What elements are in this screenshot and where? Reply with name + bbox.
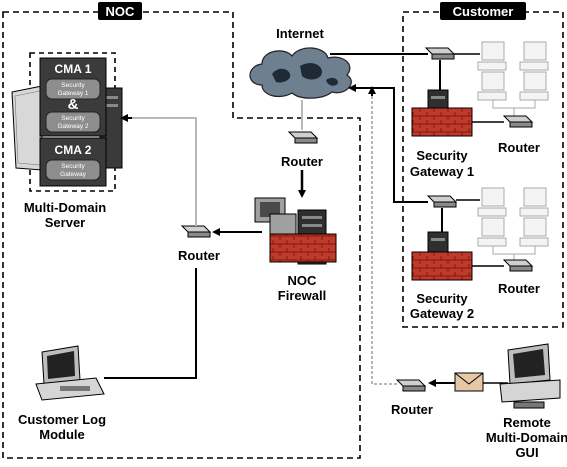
mds-label-line2: Server <box>45 215 85 230</box>
customer-router-1: Router <box>498 115 540 155</box>
internet-cloud: Internet <box>249 26 352 99</box>
noc-firewall-label-line1: NOC <box>288 273 318 288</box>
gateway-icon <box>411 89 473 137</box>
cma1-sg2-line1: Security <box>61 115 85 122</box>
pc-icon <box>477 71 507 101</box>
pc-icon <box>519 71 549 101</box>
multi-domain-server: CMA 1 Security Gateway 1 & Security Gate… <box>11 57 123 230</box>
cma2-label: CMA 2 <box>55 143 92 157</box>
router-noc-mid-label: Router <box>178 248 220 263</box>
noc-router-top: Router <box>281 131 323 169</box>
pc-icon <box>519 41 549 71</box>
cust-sg2-label-line1: Security <box>416 291 468 306</box>
pc-icon <box>477 217 507 247</box>
cma2-sg-line2: Gateway <box>60 171 86 178</box>
cma1-label: CMA 1 <box>55 62 92 76</box>
cma1-sg1-line1: Security <box>61 82 85 89</box>
cust-router2-label: Router <box>498 281 540 296</box>
gateway-icon <box>411 231 473 281</box>
firewall-icon <box>254 197 337 265</box>
cust-sg1-label-line1: Security <box>416 148 468 163</box>
pc-icon <box>477 187 507 217</box>
cma1-sg2-line2: Gateway 2 <box>57 123 88 130</box>
link-mid-router-mds <box>130 117 197 226</box>
router-noc-top-label: Router <box>281 154 323 169</box>
log-module-label-line2: Module <box>39 427 85 442</box>
remote-gui-label-line1: Remote <box>503 415 551 430</box>
noc-firewall: NOC Firewall <box>254 197 337 303</box>
customer-security-gateway-2: Security Gateway 2 <box>410 231 474 321</box>
pc-icon <box>477 41 507 71</box>
envelope-icon <box>454 372 484 392</box>
customer-log-module: Customer Log Module <box>18 345 106 442</box>
remote-router: Router <box>391 379 433 417</box>
internet-label: Internet <box>276 26 324 41</box>
link-mid-router-log-module <box>104 268 197 379</box>
cma2-panel: CMA 2 Security Gateway <box>39 137 107 187</box>
customer-workstations-top <box>477 41 549 118</box>
noc-router-mid: Router <box>178 225 220 263</box>
pc-icon <box>519 187 549 217</box>
customer-workstations-bottom <box>477 187 549 262</box>
log-module-label-line1: Customer Log <box>18 412 106 427</box>
link-sg2-internet <box>348 84 428 203</box>
remote-multi-domain-gui: Remote Multi-Domain GUI <box>486 343 567 460</box>
cma1-panel: CMA 1 Security Gateway 1 & Security Gate… <box>39 57 107 137</box>
cust-sg2-label-line2: Gateway 2 <box>410 306 474 321</box>
cust-router1-label: Router <box>498 140 540 155</box>
mds-label-line1: Multi-Domain <box>24 200 106 215</box>
cma2-sg-line1: Security <box>61 163 85 170</box>
noc-firewall-label-line2: Firewall <box>278 288 326 303</box>
router-icon <box>287 131 319 144</box>
workstation-icon <box>499 343 561 409</box>
remote-gui-label-line2: Multi-Domain <box>486 430 567 445</box>
remote-gui-label-line3: GUI <box>515 445 538 460</box>
pc-icon <box>519 217 549 247</box>
customer-router-mid <box>426 195 458 208</box>
workstation-icon <box>35 345 105 401</box>
noc-zone: NOC <box>2 2 361 459</box>
router-icon <box>180 225 212 238</box>
ampersand-label: & <box>68 96 79 113</box>
cma1-sg1-line2: Gateway 1 <box>57 90 88 97</box>
noc-zone-label: NOC <box>106 4 136 19</box>
link-remote-router-internet <box>371 90 397 385</box>
cust-sg1-label-line2: Gateway 1 <box>410 164 474 179</box>
customer-zone: Customer <box>402 2 564 328</box>
remote-router-label: Router <box>391 402 433 417</box>
customer-router-2: Router <box>498 259 540 296</box>
customer-router-top <box>424 47 456 60</box>
customer-security-gateway-1: Security Gateway 1 <box>410 89 474 179</box>
connections <box>104 53 508 387</box>
customer-zone-label: Customer <box>453 4 514 19</box>
